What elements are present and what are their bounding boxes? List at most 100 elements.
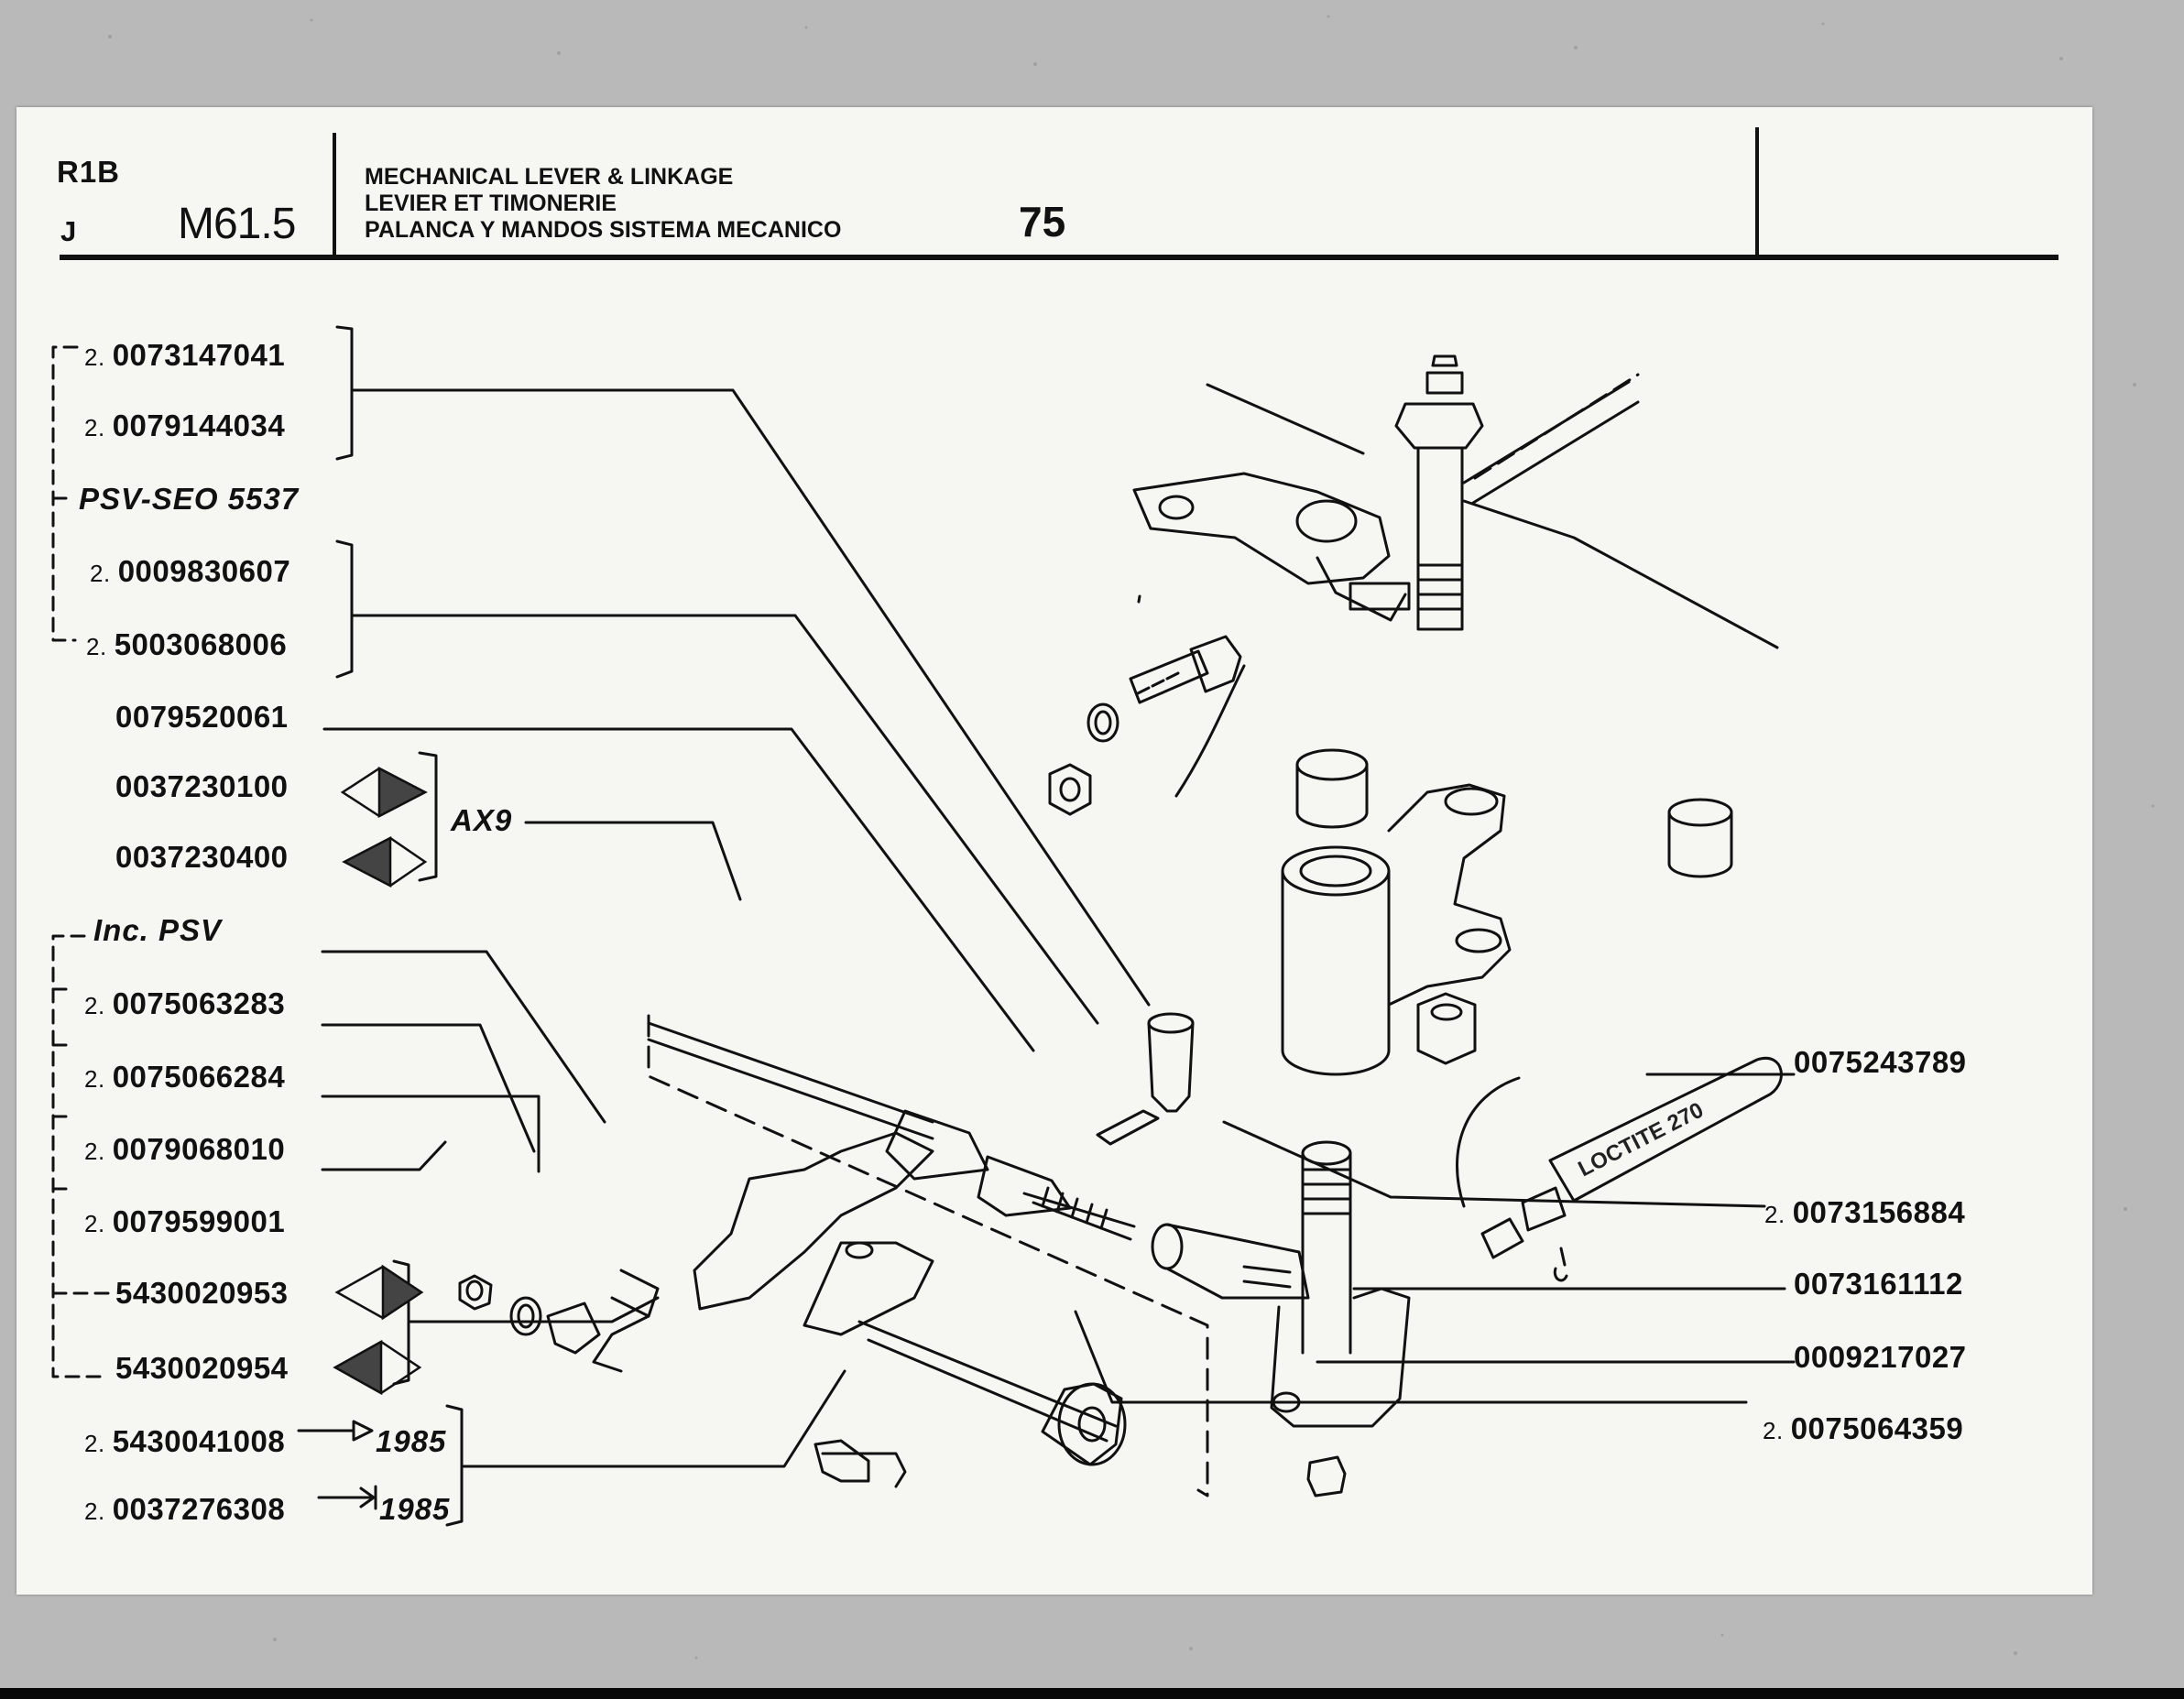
lower-rod (857, 1320, 1127, 1466)
small-washer (509, 1296, 542, 1336)
callout-qty: 2. (84, 1138, 105, 1165)
callout-qty: 2. (84, 1065, 105, 1093)
callout-p5: 2. 5003068006 (86, 627, 287, 662)
part-number: 0079144034 (112, 408, 286, 442)
callout-p1: 2.0073147041 (84, 338, 285, 373)
retaining-clip (814, 1439, 907, 1488)
header-rule (60, 255, 2058, 260)
frame-line (1206, 383, 1779, 649)
lever-nut (1048, 763, 1092, 816)
leader-p1 (352, 388, 1151, 1007)
callout-p17: 2. 0037276308 (84, 1492, 285, 1527)
callout-r5: 2.0075064359 (1763, 1411, 1963, 1446)
callout-p2: 2. 0079144034 (84, 408, 285, 443)
leader-p6 (322, 727, 1035, 1052)
section-code: M61.5 (178, 200, 296, 248)
leader-p13 (321, 1140, 447, 1171)
callout-r4: 0009217027 (1794, 1340, 1967, 1375)
arrow-p17 (317, 1485, 377, 1510)
part-number: 5430041008 (112, 1424, 286, 1458)
callout-r2: 2.0073156884 (1764, 1195, 1965, 1230)
callout-qty: 2. (84, 414, 105, 441)
scan-bottom-edge (0, 1688, 2184, 1699)
title-spanish: PALANCA Y MANDOS SISTEMA MECANICO (365, 217, 842, 243)
callout-p8: 0037230400 (115, 840, 289, 875)
callout-qty: 2. (1764, 1201, 1785, 1228)
callout-p9: Inc. PSV (93, 913, 222, 948)
grease-nipple (1306, 1455, 1347, 1498)
part-number: 5003068006 (114, 627, 288, 661)
callout-p17-note: 1985 (379, 1492, 450, 1527)
leader-p10 (321, 950, 606, 1124)
callout-qty: 2. (84, 1210, 105, 1237)
dashed-bracket-top (51, 345, 79, 642)
loctite-tube (1480, 1056, 1783, 1282)
callout-p16: 2. 5430041008 (84, 1424, 285, 1459)
control-cable (647, 1021, 1136, 1241)
year-note: 1985 (376, 1424, 447, 1458)
bushing-left (1295, 748, 1369, 829)
page-number: 75 (1019, 198, 1066, 245)
splined-shaft (1270, 1140, 1411, 1428)
brace-p14-p15 (392, 1259, 410, 1386)
clamp-arc (1456, 1076, 1521, 1208)
part-number: Inc. PSV (93, 913, 223, 947)
lever-washer (1087, 702, 1119, 743)
callout-r3: 0073161112 (1794, 1267, 1963, 1301)
part-number: 5430020954 (115, 1351, 289, 1385)
callout-p16-note: 1985 (376, 1424, 446, 1459)
part-number: 0075064359 (1790, 1411, 1964, 1445)
model-code: R1B (57, 155, 121, 189)
callout-p7: 0037230100 (115, 769, 289, 804)
part-number: 0009830607 (117, 554, 291, 588)
header-separator-right (1755, 127, 1759, 257)
top-bolt (1394, 354, 1484, 631)
leader-r5 (1074, 1310, 1748, 1404)
lever-arm (1132, 472, 1411, 622)
callout-p15: 5430020954 (115, 1351, 289, 1386)
callout-qty: 2. (84, 1498, 105, 1525)
part-number: 0075066284 (112, 1060, 286, 1094)
frame-line-2 (1137, 594, 1141, 604)
leader-p14-p15 (409, 1296, 660, 1323)
part-number: 0037230100 (115, 769, 289, 803)
rod-clevis (1151, 1223, 1310, 1300)
callout-p14: 5430020953 (115, 1276, 289, 1311)
part-number: 0079068010 (112, 1132, 286, 1166)
variant-code: J (60, 215, 77, 247)
catalog-page: R1B J M61.5 MECHANICAL LEVER & LINKAGE L… (16, 107, 2092, 1595)
brace-p16-p17 (445, 1404, 464, 1527)
small-nut (458, 1274, 493, 1311)
brace-p4-p5 (335, 539, 354, 679)
group-label: AX9 (451, 803, 513, 837)
callout-qty: 2. (84, 1430, 105, 1457)
leader-p11 (321, 1023, 536, 1153)
selector-plate (693, 1131, 934, 1336)
callout-qty: 2. (84, 343, 105, 371)
lever-hook (1174, 664, 1246, 798)
callout-qty: 2. (86, 633, 107, 660)
part-number: 5430020953 (115, 1276, 289, 1310)
year-note: 1985 (379, 1492, 451, 1526)
arrow-p16 (297, 1420, 374, 1442)
callout-qty: 2. (1763, 1417, 1784, 1444)
callout-p3: PSV-SEO 5537 (79, 482, 299, 517)
brace-p7-p8 (418, 751, 438, 882)
part-number: 0009217027 (1794, 1340, 1967, 1374)
part-number: 0037276308 (112, 1492, 286, 1526)
title-french: LEVIER ET TIMONERIE (365, 191, 617, 216)
assembly-outline (647, 1014, 1209, 1498)
header-separator (333, 133, 336, 257)
part-number: PSV-SEO 5537 (79, 482, 300, 516)
part-number: 0073161112 (1794, 1267, 1963, 1301)
leader-r2 (1222, 1120, 1766, 1208)
leader-p12 (321, 1095, 541, 1173)
callout-qty: 2. (90, 560, 111, 587)
part-number: 0079599001 (112, 1204, 286, 1238)
bushing-right (1667, 798, 1733, 878)
group-label-ax9: AX9 (451, 803, 512, 838)
part-number: 0075243789 (1794, 1045, 1967, 1079)
brace-p1-p2 (335, 325, 354, 461)
housing-nut (1416, 992, 1477, 1065)
callout-p12: 2. 0079068010 (84, 1132, 285, 1167)
